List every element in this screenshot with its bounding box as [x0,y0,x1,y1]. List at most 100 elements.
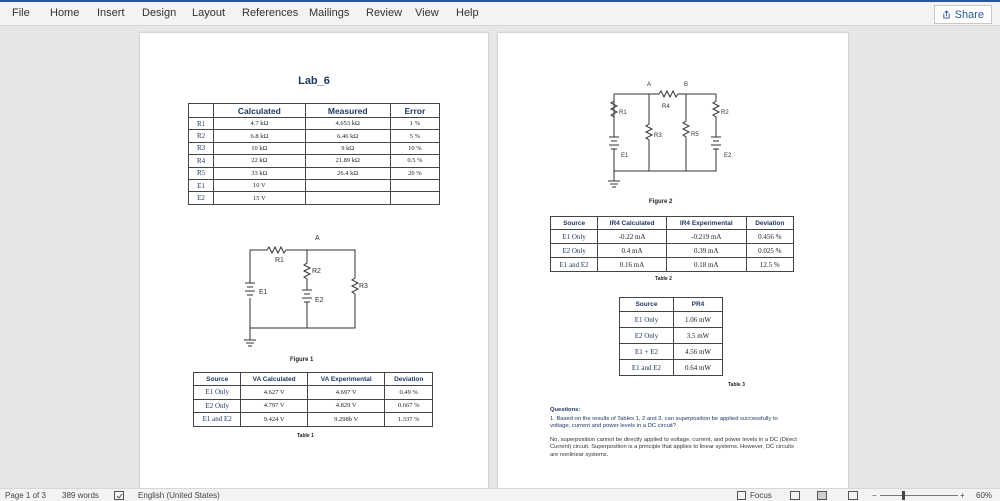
questions-section: Questions: 1. Based on the results of Ta… [550,407,798,459]
table-cell [304,178,391,193]
table-cell: E1 and E2 [192,412,242,427]
table-cell: 6.8 kΩ [213,129,306,143]
page-count[interactable]: Page 1 of 3 [5,491,46,500]
table-cell: 9.424 V [240,412,308,427]
menu-insert[interactable]: Insert [97,7,125,19]
focus-button[interactable]: Focus [750,491,772,500]
table-cell: -0.219 mA [665,229,747,244]
voltage-table: Source VA Calculated VA Experimental Dev… [192,372,433,427]
table-row: E2 Only 4.797 V 4.829 V 0.667 % [192,398,433,413]
table-cell: 6.46 kΩ [304,129,391,143]
component-label-r3: R3 [359,283,368,290]
table-cell: E1 + E2 [619,343,674,360]
table-row: E1 Only 1.06 mW [619,311,724,328]
menu-home[interactable]: Home [50,7,80,19]
zoom-slider[interactable] [880,495,958,496]
power-table: Source PR4 E1 Only 1.06 mW E2 Only 3.5 m… [619,297,724,376]
table-header: PR4 [672,297,724,312]
table-row: R3 10 kΩ 9 kΩ 10 % [187,141,441,156]
table-cell: 4.7 kΩ [213,116,306,131]
menu-help[interactable]: Help [456,7,479,19]
table-header: Source [192,372,242,386]
table-header: Source [549,216,599,230]
ribbon-menu-bar: File Home Insert Design Layout Reference… [0,0,1000,26]
table-cell: 9.298b V [306,412,386,427]
table-cell: 1.337 % [384,412,433,427]
document-page-1[interactable]: Lab_6 Calculated Measured Error R1 4.7 k… [140,33,488,488]
question-1: 1. Based on the results of Tables 1, 2 a… [550,415,778,430]
table-row: E1 and E2 0.64 mW [619,359,724,376]
menu-mailings[interactable]: Mailings [309,7,350,19]
table-cell: 4.627 V [240,385,308,400]
zoom-slider-thumb[interactable] [902,491,905,500]
table-cell: E2 [187,191,215,205]
table-cell: R2 [187,129,215,143]
document-page-2[interactable]: A B R4 R1 R2 R3 R5 E1 E2 Figure 2 Source… [498,33,848,488]
table-cell: -0.22 mA [597,229,667,244]
word-count[interactable]: 389 words [62,491,99,500]
table-cell: E2 Only [619,327,674,344]
table-cell: 4.829 V [306,398,386,413]
table-cell: E1 and E2 [619,359,674,376]
table-row: R5 33 kΩ 26.4 kΩ 20 % [187,166,441,180]
menu-references[interactable]: References [242,7,299,19]
table-2-caption: Table 2 [655,276,672,282]
menu-file[interactable]: File [12,7,30,19]
circuit-diagram-figure-1: A R1 R2 R3 E1 E2 [244,235,368,347]
table-row: E1 Only 4.627 V 4.697 V 0.49 % [192,385,433,400]
table-cell: 5 % [389,129,441,143]
current-table: Source IR4 Calculated IR4 Experimental D… [549,216,795,272]
node-label-a: A [647,82,651,88]
table-cell: 0.64 mW [672,359,724,376]
menu-layout[interactable]: Layout [192,7,226,19]
table-header: VA Calculated [240,372,308,386]
table-cell: 9 kΩ [304,141,391,156]
table-cell: R4 [187,154,215,168]
node-label-a: A [315,235,320,242]
questions-heading: Questions: [550,407,581,413]
menu-view[interactable]: View [415,7,439,19]
table-cell: E1 Only [549,229,599,244]
component-label-r2: R2 [312,268,321,275]
table-header: IR4 Calculated [597,216,667,230]
figure-1-caption: Figure 1 [290,357,314,363]
table-cell: 22 kΩ [213,154,306,168]
table-cell [304,191,391,205]
zoom-out-icon[interactable]: − [872,491,877,500]
table-row: E1 10 V [187,178,441,193]
proofing-icon[interactable] [114,491,124,501]
table-row: E2 Only 3.5 mW [619,327,724,344]
print-layout-icon[interactable] [817,491,827,500]
table-row: E1 and E2 9.424 V 9.298b V 1.337 % [192,412,433,427]
document-canvas[interactable]: Lab_6 Calculated Measured Error R1 4.7 k… [0,27,1000,488]
component-label-e1: E1 [259,289,268,296]
table-cell: E2 Only [549,243,599,258]
table-cell: 4.56 mW [672,343,724,360]
web-layout-icon[interactable] [848,491,858,500]
component-label-r2: R2 [721,110,729,116]
table-header: IR4 Experimental [665,216,747,230]
document-title: Lab_6 [298,75,330,87]
share-label: Share [954,8,984,21]
component-label-r4: R4 [662,104,670,110]
zoom-level[interactable]: 60% [976,491,993,500]
menu-review[interactable]: Review [366,7,403,19]
table-cell: E2 Only [192,398,242,413]
language-indicator[interactable]: English (United States) [138,491,220,500]
table-cell: 21.89 kΩ [304,154,391,168]
table-cell [389,191,441,205]
circuit-diagram-figure-2: A B R4 R1 R2 R3 R5 E1 E2 [608,82,732,188]
table-row: E2 15 V [187,191,441,205]
menu-design[interactable]: Design [142,7,177,19]
focus-icon[interactable] [737,491,746,501]
table-header: Calculated [213,103,306,118]
status-bar: Page 1 of 3 389 words English (United St… [0,488,1000,501]
zoom-in-icon[interactable]: + [960,491,965,500]
table-cell [389,178,441,193]
share-button[interactable]: Share [933,5,992,24]
read-mode-icon[interactable] [790,491,800,500]
table-header: Error [389,103,441,118]
table-cell: E1 Only [192,385,242,400]
table-cell: 10 V [213,178,306,193]
component-label-e2: E2 [315,297,324,304]
